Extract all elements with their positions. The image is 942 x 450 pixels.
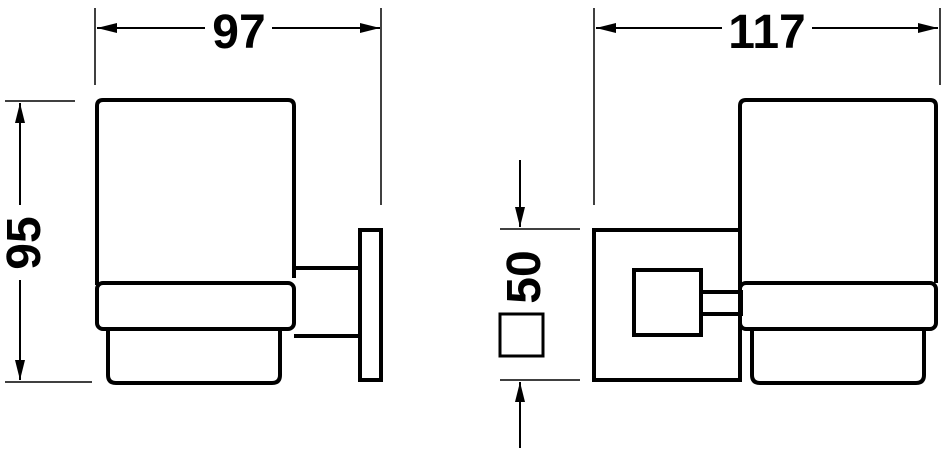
glass-tumbler-side — [95, 98, 296, 278]
wall-plate-front — [592, 228, 742, 382]
wall-plate-side — [358, 228, 383, 382]
front-view — [498, 8, 941, 448]
arm-front — [699, 290, 743, 316]
dimension-label-95: 95 — [0, 216, 51, 269]
side-view — [5, 8, 383, 385]
mount-block-front — [632, 268, 703, 337]
glass-bottom-front — [750, 329, 926, 385]
dimension-label-50: 50 — [498, 250, 551, 303]
dimension-label-117: 117 — [728, 6, 805, 59]
square-section-icon — [498, 312, 545, 358]
dimension-label-97: 97 — [212, 6, 265, 59]
glass-tumbler-front — [738, 98, 938, 283]
holder-ring-side — [95, 281, 296, 331]
glass-bottom-side — [106, 329, 282, 385]
holder-ring-front — [738, 281, 938, 331]
